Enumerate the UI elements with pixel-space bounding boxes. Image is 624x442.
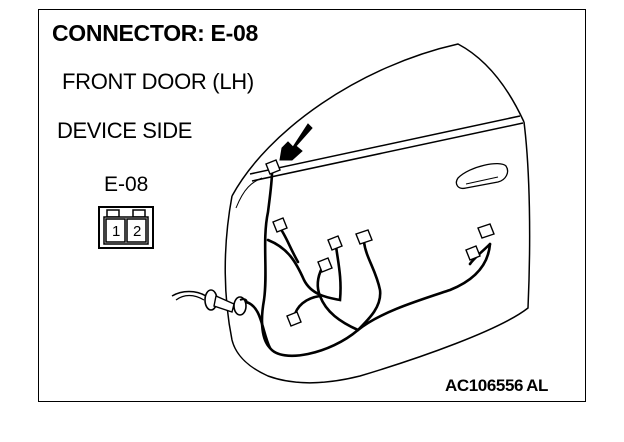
harness-connector-2 — [327, 235, 343, 251]
harness-connectors — [265, 159, 495, 327]
belt-line-upper — [249, 115, 521, 175]
harness-connector-3 — [355, 229, 373, 245]
grommet-inner — [233, 296, 247, 316]
window-frame-outline — [231, 43, 525, 197]
harness-branch-loop — [266, 238, 342, 302]
pin-1-label: 1 — [112, 223, 121, 240]
pin-2-label: 2 — [133, 223, 142, 240]
connector-face — [98, 206, 154, 249]
arrow-icon — [279, 123, 313, 161]
harness-connector-7 — [465, 245, 481, 261]
harness-connector-1 — [272, 217, 288, 233]
exit-wire-lower — [175, 294, 205, 301]
door-inner-edge — [235, 177, 263, 209]
exit-wire — [171, 290, 207, 297]
connector-label: E-08 — [104, 173, 149, 196]
door-handle-grip — [465, 176, 499, 185]
location-label: FRONT DOOR (LH) — [62, 69, 254, 94]
grommet-assembly — [171, 289, 248, 316]
harness-connector-6 — [477, 223, 495, 239]
figure-code-number: AC106556 — [445, 376, 524, 395]
grommet-clip — [239, 298, 248, 303]
harness-branch-left — [278, 226, 300, 264]
diagram-title: CONNECTOR: E-08 — [52, 20, 258, 46]
connector-e08-body — [265, 159, 281, 175]
pointer-arrow — [279, 123, 313, 161]
harness-trunk — [244, 242, 492, 358]
figure-frame — [38, 9, 586, 402]
harness-connector-5 — [286, 311, 302, 327]
harness-branch-center — [356, 240, 382, 332]
pin-cell-2 — [126, 218, 147, 243]
harness-connector-4 — [317, 257, 333, 273]
door-handle — [455, 163, 509, 190]
wiring-harness — [244, 170, 492, 358]
grommet-sleeve — [213, 295, 235, 313]
harness-branch-upper — [260, 170, 274, 350]
figure-code-suffix: AL — [526, 376, 548, 395]
pin-cell-1 — [105, 218, 126, 243]
belt-line-lower — [251, 122, 524, 182]
side-label: DEVICE SIDE — [57, 118, 192, 143]
door-panel-outline — [224, 121, 531, 384]
